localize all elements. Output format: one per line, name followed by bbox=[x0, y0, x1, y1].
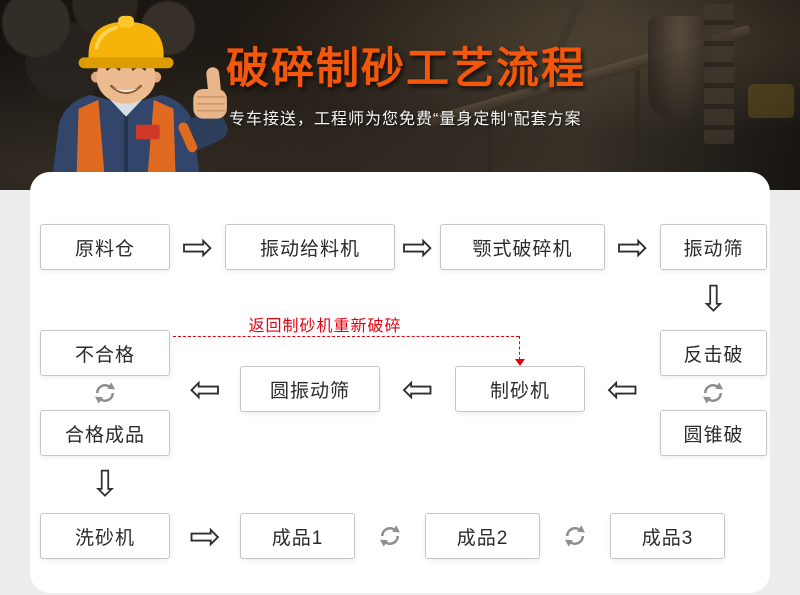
arrow-right-icon: ⇨ bbox=[616, 225, 649, 269]
node-vibrating-feeder: 振动给料机 bbox=[225, 224, 395, 270]
node-circular-vibrating-screen: 圆振动筛 bbox=[240, 366, 380, 412]
excavator-silhouette bbox=[748, 84, 794, 118]
node-vibrating-screen: 振动筛 bbox=[660, 224, 767, 270]
crusher-tower-silhouette bbox=[704, 4, 734, 144]
node-unqualified: 不合格 bbox=[40, 330, 170, 376]
return-dashed-line-vertical bbox=[519, 336, 520, 360]
arrow-down-icon: ⇩ bbox=[89, 463, 121, 505]
node-sand-maker: 制砂机 bbox=[455, 366, 585, 412]
arrow-left-icon: ⇦ bbox=[189, 367, 221, 411]
node-cone-crusher: 圆锥破 bbox=[660, 410, 767, 456]
node-qualified-product: 合格成品 bbox=[40, 410, 170, 456]
worker-illustration bbox=[52, 15, 228, 173]
cone-crusher-silhouette bbox=[648, 16, 712, 120]
node-raw-material-silo: 原料仓 bbox=[40, 224, 170, 270]
node-product-2: 成品2 bbox=[425, 513, 540, 559]
node-product-1: 成品1 bbox=[240, 513, 355, 559]
return-note: 返回制砂机重新破碎 bbox=[248, 318, 402, 335]
node-product-3: 成品3 bbox=[610, 513, 725, 559]
page-title: 破碎制砂工艺流程 bbox=[226, 45, 586, 93]
node-sand-washer: 洗砂机 bbox=[40, 513, 170, 559]
node-jaw-crusher: 颚式破碎机 bbox=[440, 224, 605, 270]
arrow-right-icon: ⇨ bbox=[401, 225, 434, 269]
arrow-down-icon: ⇩ bbox=[698, 279, 729, 320]
recycle-icon bbox=[700, 380, 726, 406]
return-dashed-line bbox=[173, 336, 519, 337]
hero-banner: 破碎制砂工艺流程 专车接送，工程师为您免费“量身定制”配套方案 bbox=[0, 0, 800, 190]
node-impact-crusher: 反击破 bbox=[660, 330, 767, 376]
arrow-left-icon: ⇦ bbox=[401, 367, 434, 411]
return-arrowhead-icon bbox=[515, 359, 525, 366]
arrow-right-icon: ⇨ bbox=[181, 225, 214, 269]
recycle-icon bbox=[92, 380, 118, 406]
arrow-left-icon: ⇦ bbox=[606, 367, 639, 411]
flowchart-card: 原料仓 ⇨ 振动给料机 ⇨ 颚式破碎机 ⇨ 振动筛 ⇩ 不合格 反击破 返回制砂… bbox=[30, 172, 770, 593]
recycle-icon bbox=[377, 523, 403, 549]
page-subtitle: 专车接送，工程师为您免费“量身定制”配套方案 bbox=[229, 111, 582, 128]
recycle-icon bbox=[562, 523, 588, 549]
arrow-right-icon: ⇨ bbox=[189, 514, 221, 558]
